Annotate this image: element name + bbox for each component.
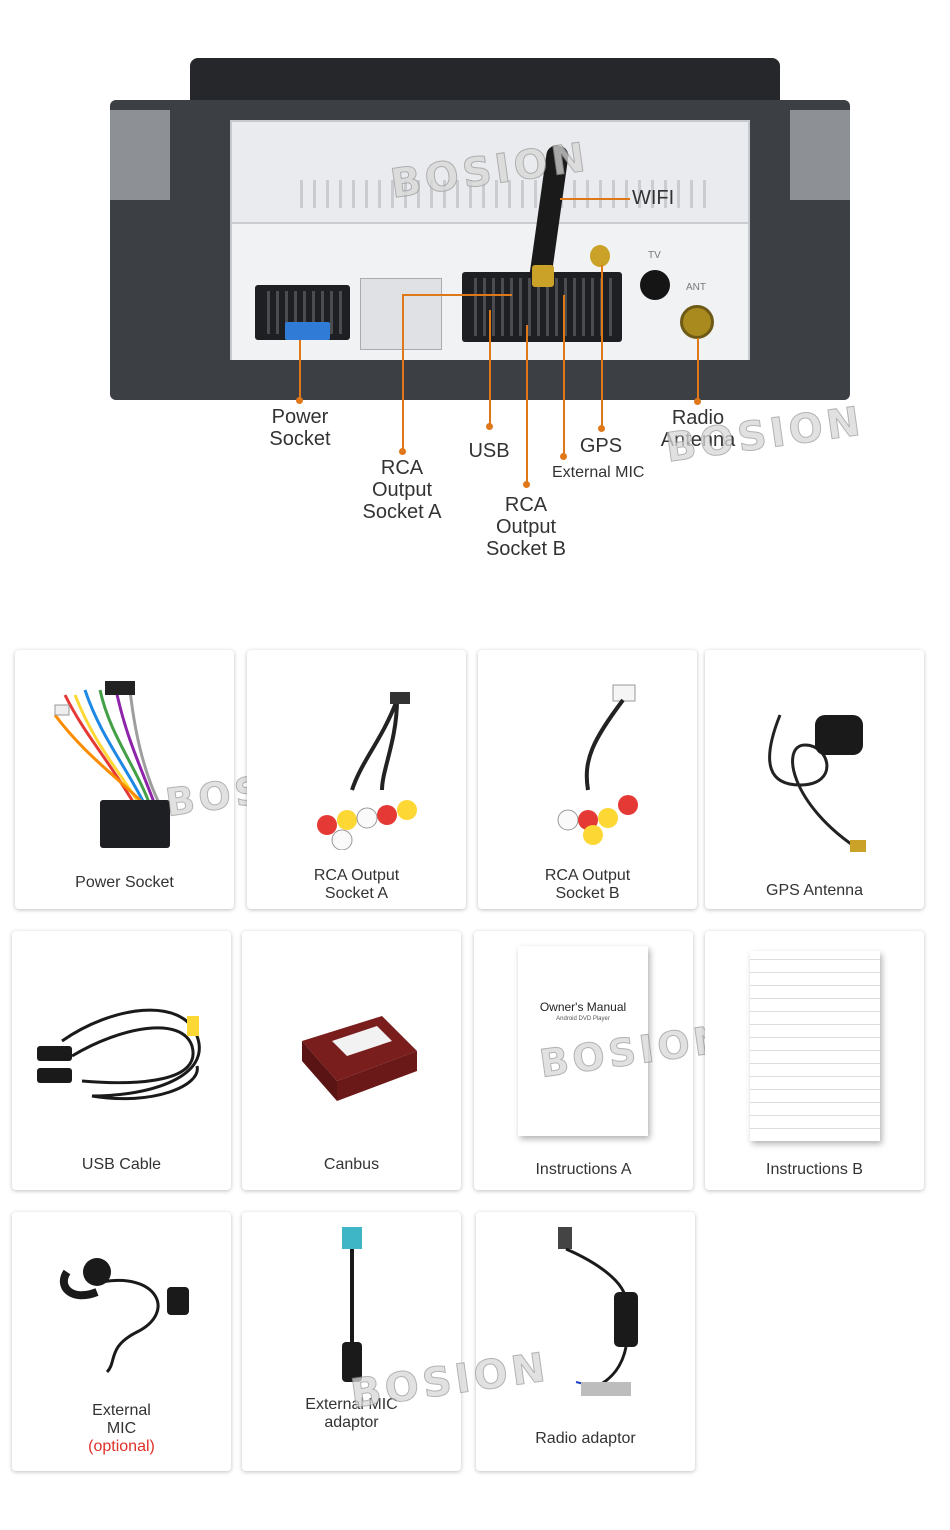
wifi-antenna-base bbox=[532, 265, 554, 287]
accessory-card-gps-antenna: GPS Antenna bbox=[705, 650, 924, 909]
radio-antenna-callout-dot bbox=[694, 398, 701, 405]
rca-a-label: RCA Output Socket A bbox=[362, 457, 442, 523]
wifi-label: WIFI bbox=[632, 187, 675, 209]
accessory-label: Power Socket bbox=[75, 874, 174, 891]
usb-cable-icon bbox=[37, 1008, 201, 1101]
instructions-sheet bbox=[750, 951, 880, 1141]
rca-a-callout-line-v bbox=[402, 294, 404, 450]
accessory-card-instructions-a: Owner's Manual Android DVD Player Instru… bbox=[474, 931, 733, 1190]
accessory-label: External MIC bbox=[92, 1402, 151, 1437]
external-mic-callout-line bbox=[563, 295, 565, 455]
accessory-card-external-mic: External MIC (optional) bbox=[12, 1212, 231, 1471]
canbus-box-icon bbox=[302, 1016, 417, 1101]
accessory-label: Instructions B bbox=[766, 1161, 863, 1178]
power-socket-blue-clip bbox=[285, 322, 330, 340]
usb-rca-b-connector-block bbox=[462, 272, 622, 342]
accessory-label: External MIC adaptor bbox=[305, 1396, 398, 1431]
accessory-label: RCA Output Socket A bbox=[313, 867, 400, 902]
accessory-card-rca-b: RCA Output Socket B bbox=[478, 650, 697, 909]
optional-note: (optional) bbox=[88, 1438, 155, 1455]
rca-a-callout-dot bbox=[399, 448, 406, 455]
wiring-harness-icon bbox=[53, 681, 170, 848]
gps-callout-dot bbox=[598, 425, 605, 432]
rca-a-callout-line-h bbox=[402, 294, 512, 296]
ant-panel-label: ANT bbox=[686, 282, 706, 293]
accessory-card-external-mic-adaptor: External MIC adaptor bbox=[242, 1212, 461, 1471]
radio-antenna-label: Radio Antenna bbox=[660, 407, 736, 451]
right-mounting-bracket bbox=[790, 110, 850, 200]
radio-antenna-port bbox=[680, 305, 714, 339]
accessory-card-rca-a: RCA Output Socket A bbox=[247, 650, 466, 909]
external-mic-callout-dot bbox=[560, 453, 567, 460]
tv-panel-label: TV bbox=[648, 250, 661, 261]
accessory-label: RCA Output Socket B bbox=[544, 867, 631, 902]
chassis-vent bbox=[290, 180, 710, 208]
mic-adaptor-icon bbox=[342, 1227, 362, 1382]
power-socket-callout-dot bbox=[296, 397, 303, 404]
gps-port bbox=[590, 245, 610, 267]
manual-subtitle: Android DVD Player bbox=[556, 1016, 610, 1022]
owners-manual-booklet: Owner's Manual Android DVD Player bbox=[518, 946, 648, 1136]
rca-b-callout-dot bbox=[523, 481, 530, 488]
accessory-label: Radio adaptor bbox=[535, 1430, 636, 1447]
gps-antenna-icon bbox=[768, 714, 866, 852]
external-mic-label: External MIC bbox=[552, 464, 645, 481]
manual-title: Owner's Manual bbox=[539, 1000, 627, 1014]
gps-label: GPS bbox=[579, 435, 623, 457]
left-mounting-bracket bbox=[110, 110, 170, 200]
gps-callout-line bbox=[601, 265, 603, 428]
radio-antenna-callout-line bbox=[697, 338, 699, 400]
accessory-card-canbus: Canbus bbox=[242, 931, 461, 1190]
rca-b-label: RCA Output Socket B bbox=[485, 494, 567, 560]
usb-callout-line bbox=[489, 310, 491, 425]
power-socket-label: Power Socket bbox=[269, 406, 331, 450]
usb-callout-dot bbox=[486, 423, 493, 430]
rca-cable-b-icon bbox=[557, 684, 638, 845]
accessory-label: GPS Antenna bbox=[766, 882, 863, 899]
rca-b-callout-line bbox=[526, 325, 528, 483]
connection-diagram: TV ANT WIFI Power Socket RCA Output Sock… bbox=[0, 0, 950, 600]
power-socket-callout-line bbox=[299, 340, 301, 400]
rca-cable-a-icon bbox=[317, 692, 417, 850]
accessory-card-usb-cable: USB Cable bbox=[12, 931, 231, 1190]
usb-label: USB bbox=[468, 440, 510, 462]
wifi-callout-line bbox=[560, 198, 630, 200]
accessory-card-radio-adaptor: Radio adaptor bbox=[476, 1212, 695, 1471]
accessory-label: USB Cable bbox=[81, 1156, 162, 1173]
rca-a-socket-shroud bbox=[360, 278, 442, 350]
accessory-card-power-socket: Power Socket BOSION bbox=[15, 650, 359, 909]
tv-port bbox=[640, 270, 670, 300]
accessory-label: Canbus bbox=[323, 1156, 380, 1173]
external-mic-icon bbox=[59, 1258, 189, 1374]
accessory-label: Instructions A bbox=[535, 1161, 632, 1178]
radio-adaptor-icon bbox=[558, 1227, 638, 1396]
accessory-card-instructions-b: Instructions B bbox=[705, 931, 924, 1190]
